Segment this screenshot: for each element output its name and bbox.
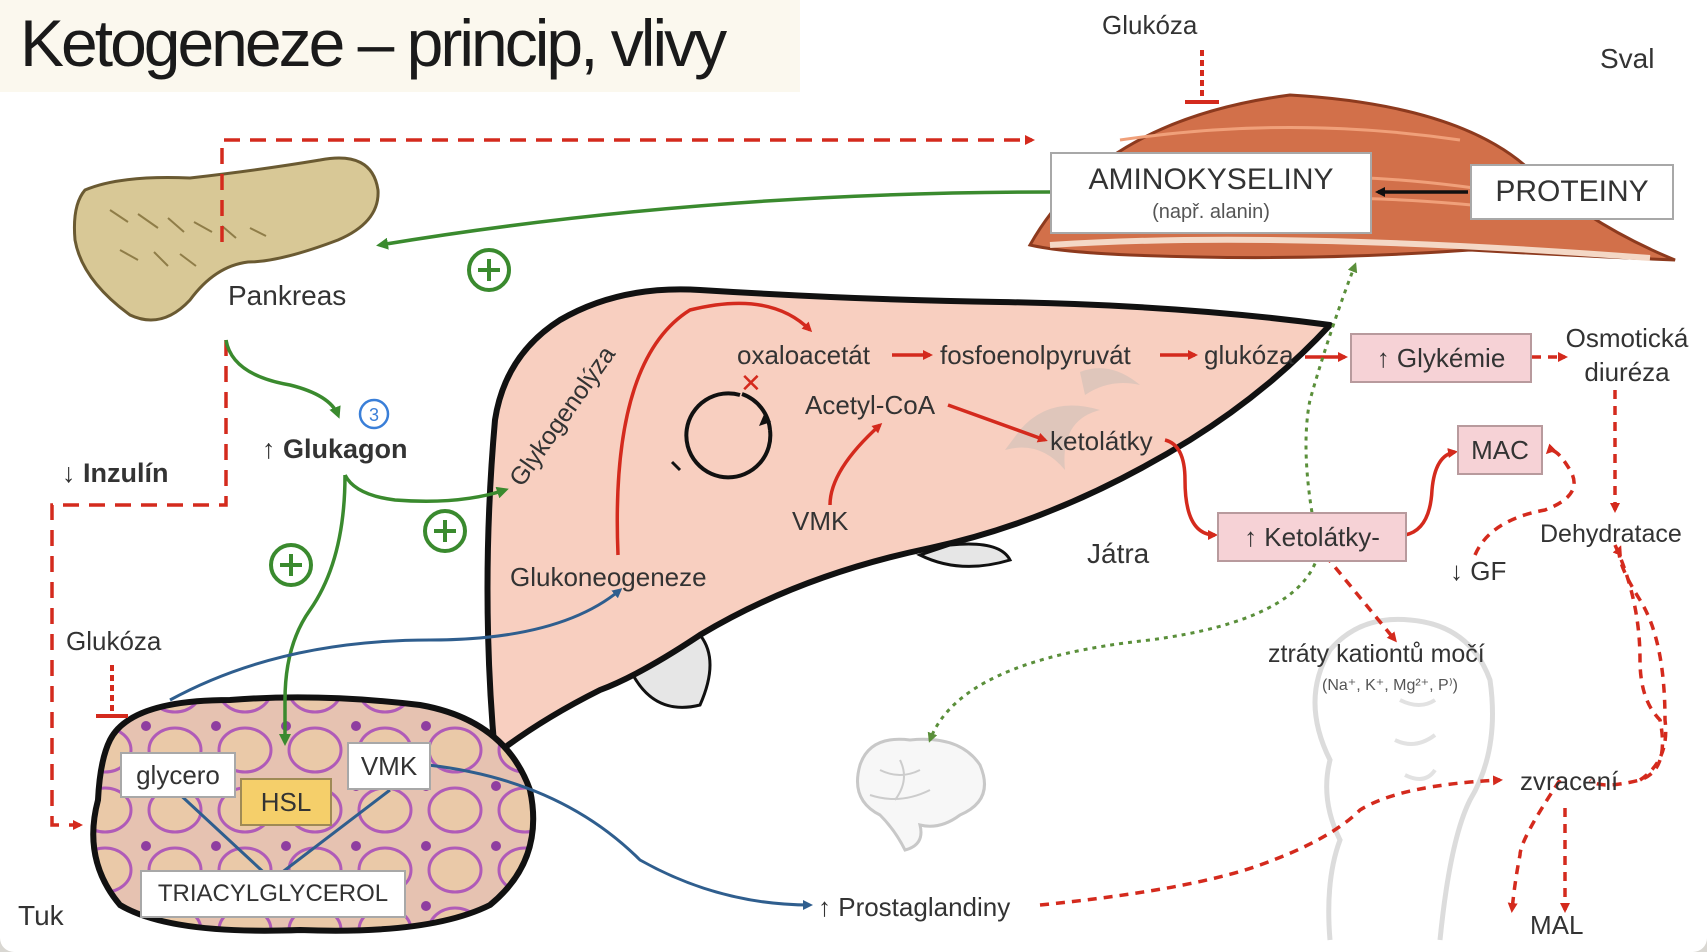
- glycerol-box: glycero: [120, 752, 236, 798]
- pancreas-label: Pankreas: [228, 280, 347, 311]
- oxaloacetate-label: oxaloacetát: [737, 340, 870, 370]
- aminoacids-box: AMINOKYSELINY (např. alanin): [1050, 152, 1372, 234]
- osmotic-line-2: diuréza: [1584, 356, 1670, 387]
- liver-label: Játra: [1087, 538, 1150, 569]
- liver-ketones-label: ketolátky: [1050, 426, 1153, 456]
- mac-box: MAC: [1457, 425, 1543, 475]
- pancreas: [73, 156, 380, 322]
- gf-label: ↓ GF: [1450, 556, 1507, 586]
- glucagon-label: ↑ Glukagon: [262, 434, 408, 464]
- gluconeogenesis-label: Glukoneogeneze: [510, 562, 707, 592]
- t-bar-inhibition-icon: [1185, 50, 1219, 104]
- hsl-box: HSL: [240, 778, 332, 826]
- t-bar-inhibition-icon: [96, 665, 128, 718]
- brain: [856, 737, 986, 852]
- svg-text:3: 3: [369, 405, 379, 425]
- cation-loss-label: ztráty kationtů močí: [1268, 640, 1485, 668]
- proteins-box: PROTEINY: [1470, 164, 1674, 220]
- osmotic-line-1: Osmotická: [1565, 323, 1689, 353]
- fat-label: Tuk: [18, 900, 64, 931]
- circled-number-icon: 3: [358, 398, 390, 430]
- liver-pathway-arrows: [615, 301, 1458, 556]
- liver-glucose-label: glukóza: [1204, 340, 1294, 370]
- aminoacids-title: AMINOKYSELINY: [1088, 162, 1334, 196]
- muscle-glucose-label: Glukóza: [1102, 10, 1198, 40]
- insulin-label: ↓ Inzulín: [62, 458, 169, 488]
- dehydration-label: Dehydratace: [1540, 520, 1682, 548]
- mal-label: MAL: [1530, 910, 1584, 940]
- vomiting-label: zvracení: [1520, 766, 1619, 796]
- dotted-arrows: [927, 262, 1358, 743]
- fat-vmk-box: VMK: [347, 742, 431, 790]
- plus-circle-icon: [269, 543, 313, 587]
- triacylglycerol-box: TRIACYLGLYCEROL: [140, 870, 406, 918]
- acetylcoa-label: Acetyl-CoA: [805, 390, 936, 420]
- aminoacids-subtitle: (např. alanin): [1152, 200, 1270, 223]
- block-x-mark: ✕: [740, 368, 762, 398]
- effect-dashed-arrows: [1039, 352, 1668, 913]
- pep-label: fosfoenolpyruvát: [940, 340, 1131, 370]
- prostaglandins-label: ↑ Prostaglandiny: [818, 892, 1011, 922]
- title-background: [0, 0, 800, 92]
- fatty-acid-arrows: [169, 588, 813, 910]
- liver-vmk-label: VMK: [792, 506, 849, 536]
- plus-circle-icon: [467, 248, 511, 292]
- cation-list-label: (Na⁺, K⁺, Mg²⁺, P⁾): [1322, 677, 1458, 694]
- slide-title: Ketogeneze – princip, vlivy: [20, 6, 727, 80]
- glycemia-box: ↑ Glykémie: [1350, 333, 1532, 383]
- ketones-box: ↑ Ketolátky-: [1217, 512, 1407, 562]
- muscle-label: Sval: [1600, 43, 1655, 74]
- krebs-cycle-icon: [670, 391, 773, 480]
- plus-circle-icon: [423, 509, 467, 553]
- stimulation-arrows: [224, 190, 1051, 746]
- osmotic-diuresis-label: Osmotická diuréza: [1552, 322, 1702, 390]
- insulin-dashed-arrows: [50, 135, 1035, 830]
- fat-glucose-label: Glukóza: [66, 626, 162, 656]
